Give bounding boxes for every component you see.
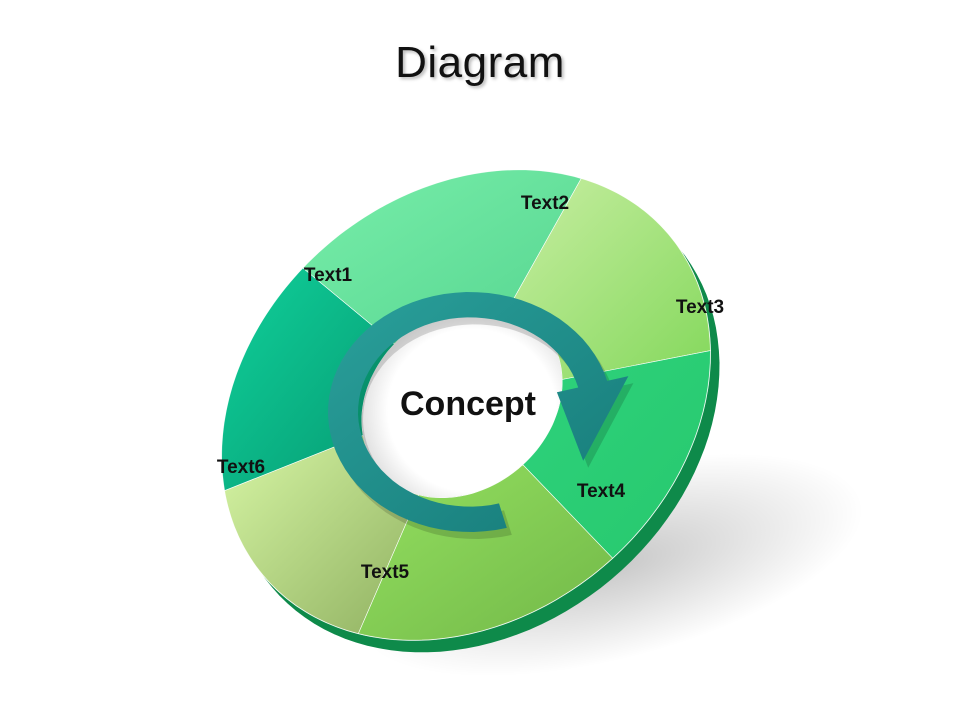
segment-label-2: Text2 (521, 193, 569, 214)
segment-label-5: Text5 (361, 562, 410, 583)
center-label: Concept (400, 385, 536, 423)
segment-label-1: Text1 (304, 265, 353, 286)
segment-label-6: Text6 (217, 457, 265, 478)
ring-edge (220, 169, 712, 641)
ring-center-hole (361, 304, 563, 498)
cycle-arrow-icon (328, 292, 629, 532)
cycle-arrow (328, 292, 634, 539)
center-hole (361, 304, 563, 498)
segment-label-4: Text4 (577, 481, 626, 502)
segment-label-3: Text3 (676, 297, 724, 318)
page-title: Diagram (395, 38, 565, 87)
